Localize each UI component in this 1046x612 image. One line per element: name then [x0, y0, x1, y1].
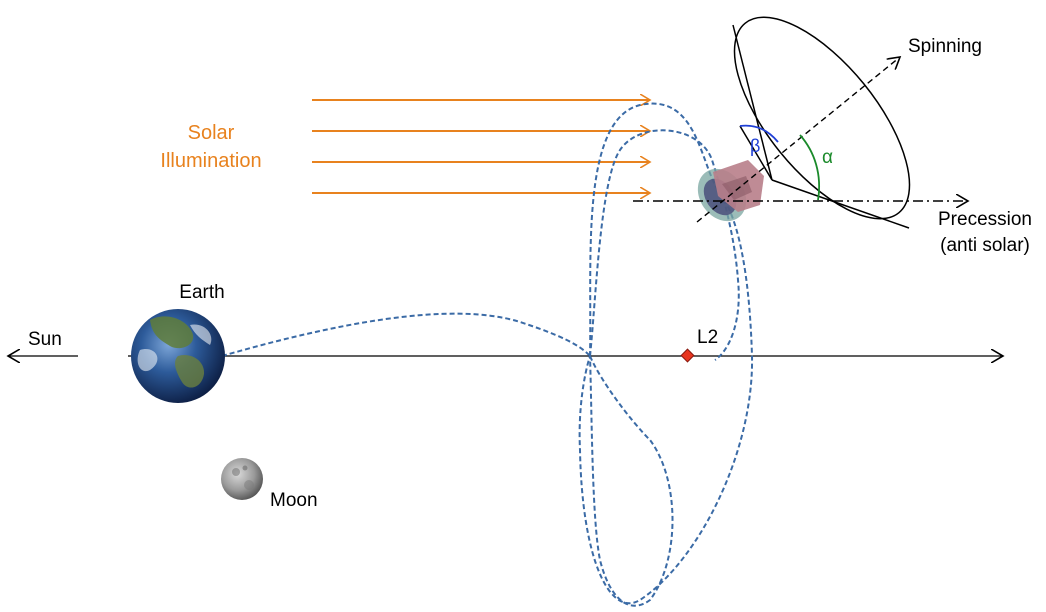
scan-cone-rim	[733, 16, 911, 220]
l2-marker	[680, 348, 695, 363]
scan-cone-edge-lower	[771, 179, 910, 229]
moon-image	[221, 458, 263, 500]
spacecraft-image	[697, 160, 764, 222]
scan-cone-edge-upper	[732, 24, 773, 181]
l2-label: L2	[697, 327, 718, 348]
precession-label-line1: Precession	[938, 209, 1032, 230]
halo-orbit-inner-loop	[589, 129, 740, 361]
scan-cone	[732, 16, 911, 229]
orbit-trajectory	[221, 102, 754, 607]
solar-illumination-label-line1: Solar	[188, 122, 235, 144]
scan-cone-edge-middle	[739, 125, 773, 181]
earth-label: Earth	[179, 282, 224, 303]
sun-label: Sun	[28, 329, 62, 350]
beta-label: β	[750, 136, 760, 156]
alpha-angle-arc	[799, 134, 820, 201]
halo-orbit-outer-loop	[578, 102, 754, 605]
alpha-label: α	[822, 147, 833, 168]
beta-angle-arc	[739, 124, 779, 143]
halo-orbit-lower-loop	[589, 355, 674, 607]
transfer-trajectory	[221, 312, 591, 357]
spinning-label: Spinning	[908, 36, 982, 57]
precession-label-line2: (anti solar)	[940, 235, 1030, 256]
earth-image	[131, 309, 225, 403]
solar-illumination-arrows	[312, 100, 650, 193]
solar-illumination-label-line2: Illumination	[160, 150, 261, 172]
moon-label: Moon	[270, 490, 318, 511]
spin-axis-line	[696, 57, 900, 223]
